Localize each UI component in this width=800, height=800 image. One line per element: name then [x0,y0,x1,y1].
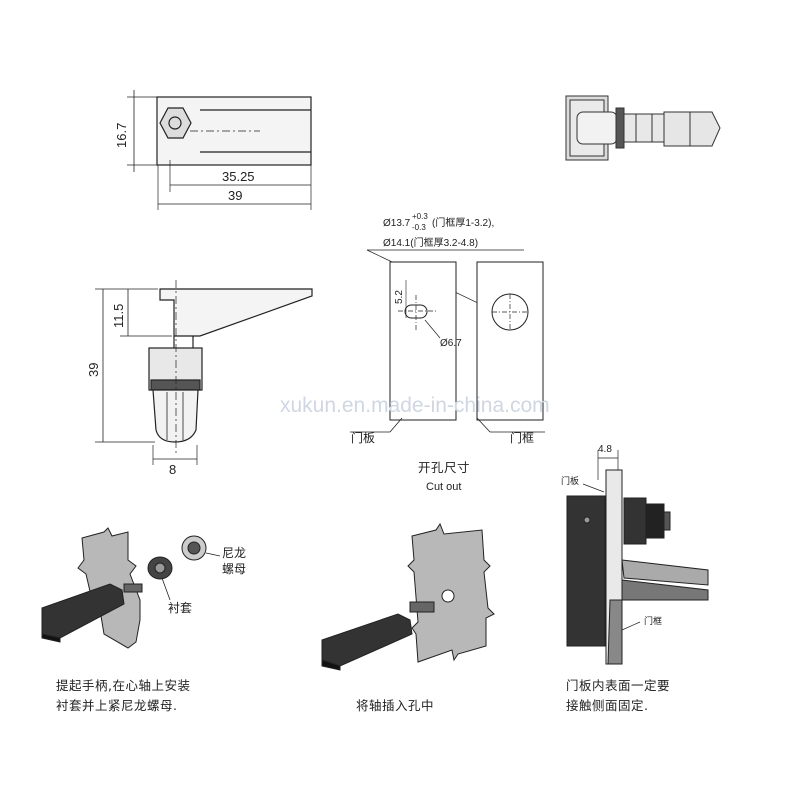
cutout-slot-width-dim: Ø6.7 [440,338,462,349]
cutout-spec-tol-lower: -0.3 [412,223,426,232]
cutout-drawing [350,249,545,433]
cutout-title-cn: 开孔尺寸 [418,460,470,475]
install-step1-illustration [41,527,221,649]
cutout-spec-line2: Ø14.1(门框厚3.2-4.8) [383,236,478,249]
top-view-height-dim: 16.7 [114,123,129,148]
cutout-door-frame-label: 门框 [510,430,534,445]
section-door-frame-label: 门框 [644,615,662,626]
nylon-nut-label-line1: 尼龙 [222,546,246,560]
install-step2-text: 将轴插入孔中 [356,698,434,713]
side-view-handle-height-dim: 11.5 [111,304,126,328]
cutout-title-en: Cut out [426,481,461,493]
section-thickness-dim: 4.8 [598,444,612,455]
install-step3-section [566,450,709,665]
install-step2-illustration [321,522,495,671]
cutout-spec-line1-note: (门框厚1-3.2), [432,216,494,229]
install-step3-text-line2: 接触侧面固定. [566,698,648,713]
side-view-drawing [95,280,313,465]
install-step3-text-line1: 门板内表面一定要 [566,678,670,693]
side-view-width-dim: 8 [169,462,176,477]
product-photo [565,95,721,161]
cutout-spec-tol-upper: +0.3 [412,212,428,221]
install-step1-text-line2: 衬套并上紧尼龙螺母. [56,698,177,713]
nylon-nut-label-line2: 螺母 [222,562,246,576]
cutout-spec-line1-base: Ø13.7 [383,218,411,229]
install-step1-text-line1: 提起手柄,在心轴上安装 [56,678,190,693]
section-door-panel-label: 门板 [561,475,579,486]
top-view-total-length-dim: 39 [228,188,242,203]
top-view-drawing [127,90,312,210]
watermark: xukun.en.made-in-china.com [280,394,550,417]
cutout-slot-height-dim: 5.2 [394,290,405,304]
cutout-door-panel-label: 门板 [351,430,375,445]
side-view-total-height-dim: 39 [86,363,101,377]
top-view-inner-length-dim: 35.25 [222,169,255,184]
bushing-label: 衬套 [168,601,192,615]
